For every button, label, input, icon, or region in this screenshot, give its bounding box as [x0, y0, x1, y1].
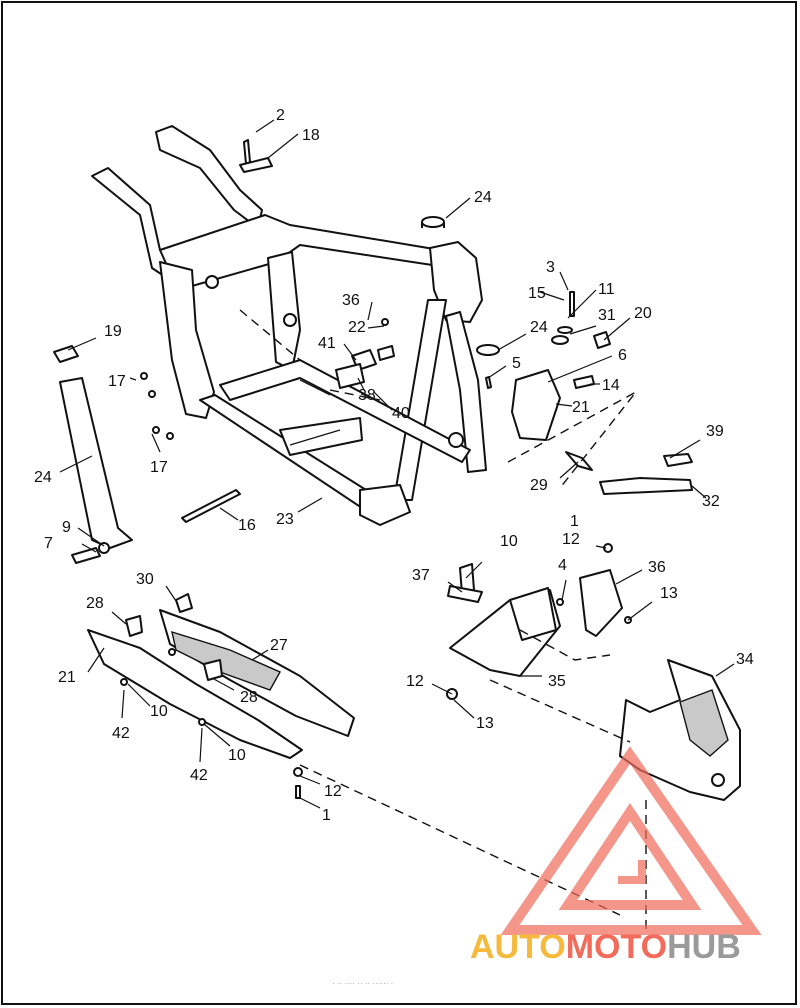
- callout: 38: [358, 387, 376, 404]
- watermark-logo: [500, 746, 762, 935]
- callout: 17: [108, 373, 126, 390]
- callout: 7: [44, 535, 53, 552]
- callout-labels: 2 18 24 3 15 11 31 20 24 5 6 14 21 36 22…: [34, 107, 754, 824]
- callout: 3: [546, 259, 555, 276]
- callout: 9: [62, 519, 71, 536]
- callout: 19: [104, 323, 122, 340]
- callout: 40: [392, 405, 410, 422]
- watermark-text: AUTOMOTOHUB: [470, 928, 741, 966]
- callout: 35: [548, 673, 566, 690]
- callout: 28: [86, 595, 104, 612]
- watermark-hub: HUB: [667, 928, 741, 966]
- callout: 24: [530, 319, 548, 336]
- callout: 12: [324, 783, 342, 800]
- callout: 11: [598, 281, 615, 298]
- strap-16: [181, 489, 241, 523]
- callout: 39: [706, 423, 724, 440]
- callout: 10: [150, 703, 168, 720]
- lower-covers: [87, 593, 355, 799]
- guide-line-4: [239, 309, 381, 401]
- guide-line-2: [489, 679, 631, 743]
- callout: 21: [572, 399, 590, 416]
- callout: 36: [648, 559, 666, 576]
- right-hardware: [485, 291, 693, 495]
- callout: 10: [228, 747, 246, 764]
- callout: 36: [342, 292, 360, 309]
- callout: 15: [528, 285, 546, 302]
- callout: 34: [736, 651, 754, 668]
- main-frame: [91, 125, 487, 526]
- callout: 1: [322, 807, 331, 824]
- callout: 24: [34, 469, 52, 486]
- callout: 28: [240, 689, 258, 706]
- center-hardware: [335, 318, 395, 389]
- callout: 20: [634, 305, 652, 322]
- callout: 13: [660, 585, 678, 602]
- callout: 12: [562, 531, 580, 548]
- callout: 17: [150, 459, 168, 476]
- watermark-auto: AUTO: [470, 928, 566, 966]
- callout: 1: [570, 513, 579, 530]
- callout: 18: [302, 127, 320, 144]
- watermark-moto: MOTO: [566, 928, 667, 966]
- callout: 6: [618, 347, 627, 364]
- callout: 22: [348, 319, 366, 336]
- callout: 13: [476, 715, 494, 732]
- callout: 12: [406, 673, 424, 690]
- callout: 32: [702, 493, 720, 510]
- leader-lines: [59, 119, 735, 809]
- callout: 2: [276, 107, 285, 124]
- cover-34: [619, 659, 741, 801]
- callout: 31: [598, 307, 616, 324]
- callout: 16: [238, 517, 256, 534]
- callout: 29: [530, 477, 548, 494]
- callout: 10: [500, 533, 518, 550]
- callout: 41: [318, 335, 336, 352]
- callout: 24: [474, 189, 492, 206]
- footer-credit: · ·· ···· ·· ·· ······ ·: [332, 979, 393, 988]
- callout: 23: [276, 511, 294, 528]
- callout: 4: [558, 557, 567, 574]
- callout: 37: [412, 567, 430, 584]
- left-bracket-group: [53, 345, 174, 564]
- callout: 21: [58, 669, 76, 686]
- callout: 5: [512, 355, 521, 372]
- callout: 30: [136, 571, 154, 588]
- callout: 27: [270, 637, 288, 654]
- callout: 42: [112, 725, 130, 742]
- top-hardware: [239, 139, 500, 356]
- callout: 14: [602, 377, 620, 394]
- callout: 42: [190, 767, 208, 784]
